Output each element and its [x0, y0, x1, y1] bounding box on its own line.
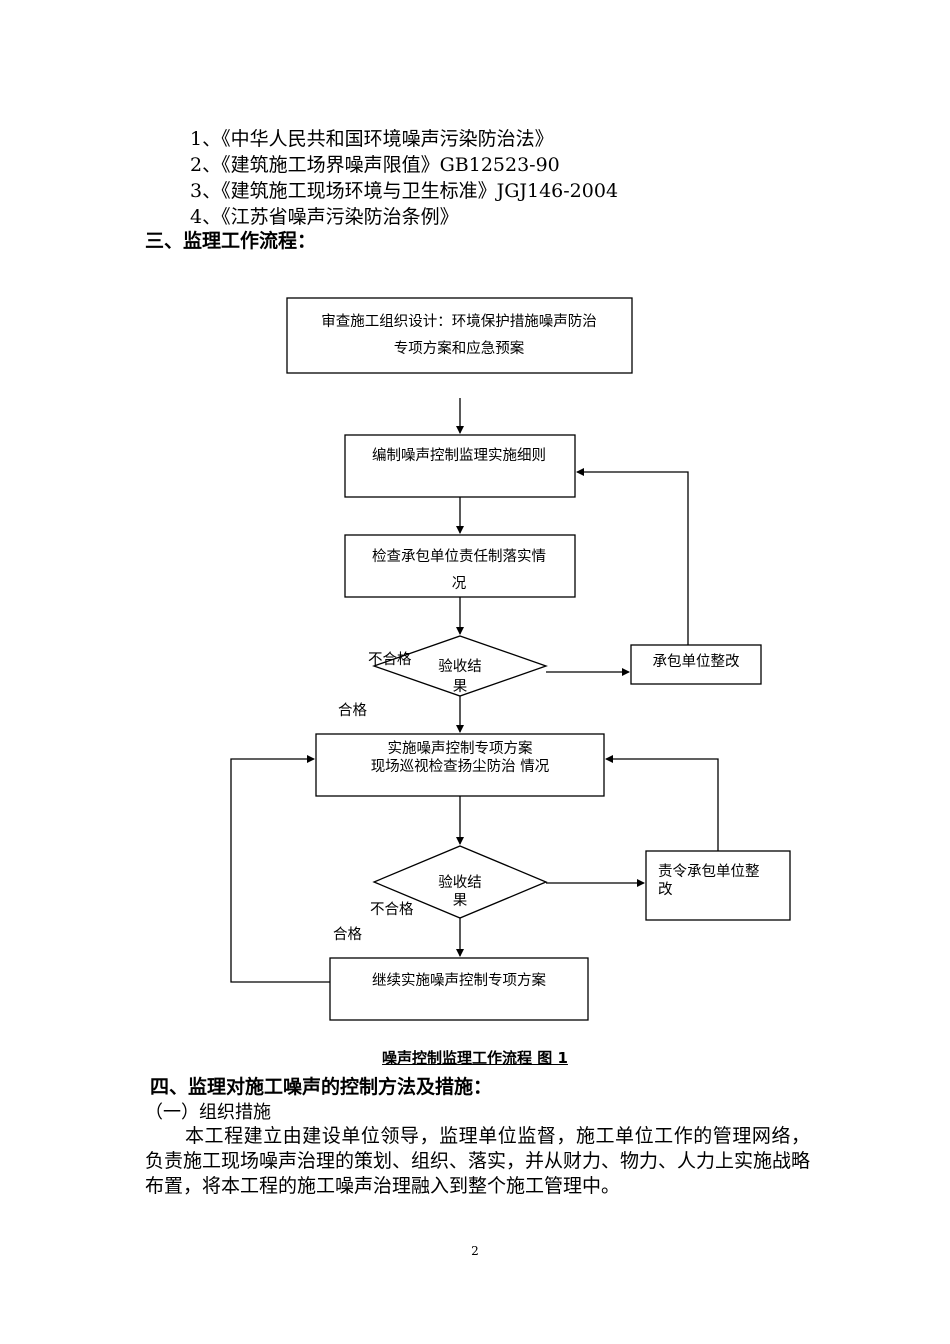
figure-caption-text: 噪声控制监理工作流程 图 1: [382, 1049, 568, 1067]
box4-text-1: 实施噪声控制专项方案: [388, 739, 533, 757]
box3-text-1: 检查承包单位责任制落实情: [372, 548, 546, 565]
box-contractor-rectify: [630, 644, 762, 685]
rectify1-text: 承包单位整改: [653, 653, 740, 670]
rectify2-text-1: 责令承包单位整: [658, 863, 760, 880]
diamond1-text-1: 验收结: [438, 658, 482, 675]
arrow-5: [576, 468, 689, 645]
fail-label-2: 不合格: [370, 901, 414, 918]
box-continue-plan: [329, 957, 589, 1021]
diamond2-text-2: 果: [453, 893, 468, 909]
box-compile-rules: [344, 434, 576, 498]
reference-3: 3、《建筑施工现场环境与卫生标准》JGJ146-2004: [190, 180, 619, 202]
diamond1-text-2: 果: [453, 679, 468, 695]
box-review-design: [286, 297, 633, 374]
box1-text-1: 审查施工组织设计：环境保护措施噪声防治: [321, 312, 597, 330]
section-3-title: 三、监理工作流程：: [145, 230, 317, 252]
box2-text: 编制噪声控制监理实施细则: [372, 446, 546, 464]
body-paragraph: 本工程建立由建设单位领导，监理单位监督，施工单位工作的管理网络，负责施工现场噪声…: [145, 1125, 811, 1197]
flowchart: 审查施工组织设计：环境保护措施噪声防治 专项方案和应急预案 编制噪声控制监理实施…: [230, 297, 791, 1021]
reference-4: 4、《江苏省噪声污染防治条例》: [190, 206, 459, 228]
box5-text: 继续实施噪声控制专项方案: [372, 971, 546, 989]
box3-text-2: 况: [452, 575, 467, 592]
section-4-title: 四、监理对施工噪声的控制方法及措施：: [150, 1076, 493, 1098]
fail-label-1: 不合格: [368, 651, 412, 668]
box4-text-2: 现场巡视检查扬尘防治 情况: [371, 758, 550, 775]
pass-label-1: 合格: [338, 702, 367, 719]
reference-1: 1、《中华人民共和国环境噪声污染防治法》: [190, 128, 554, 150]
rectify2-text-2: 改: [658, 881, 673, 898]
reference-2: 2、《建筑施工场界噪声限值》GB12523-90: [190, 154, 560, 176]
pass-label-2: 合格: [333, 926, 362, 943]
figure-caption: 噪声控制监理工作流程 图 1: [0, 1047, 950, 1068]
page-number: 2: [471, 1244, 479, 1258]
box1-text-2: 专项方案和应急预案: [394, 339, 525, 357]
subsection-1-title: （一）组织措施: [145, 1102, 271, 1123]
arrow-11: [230, 755, 330, 983]
diamond2-text-1: 验收结: [438, 874, 482, 891]
arrow-9: [605, 755, 719, 851]
